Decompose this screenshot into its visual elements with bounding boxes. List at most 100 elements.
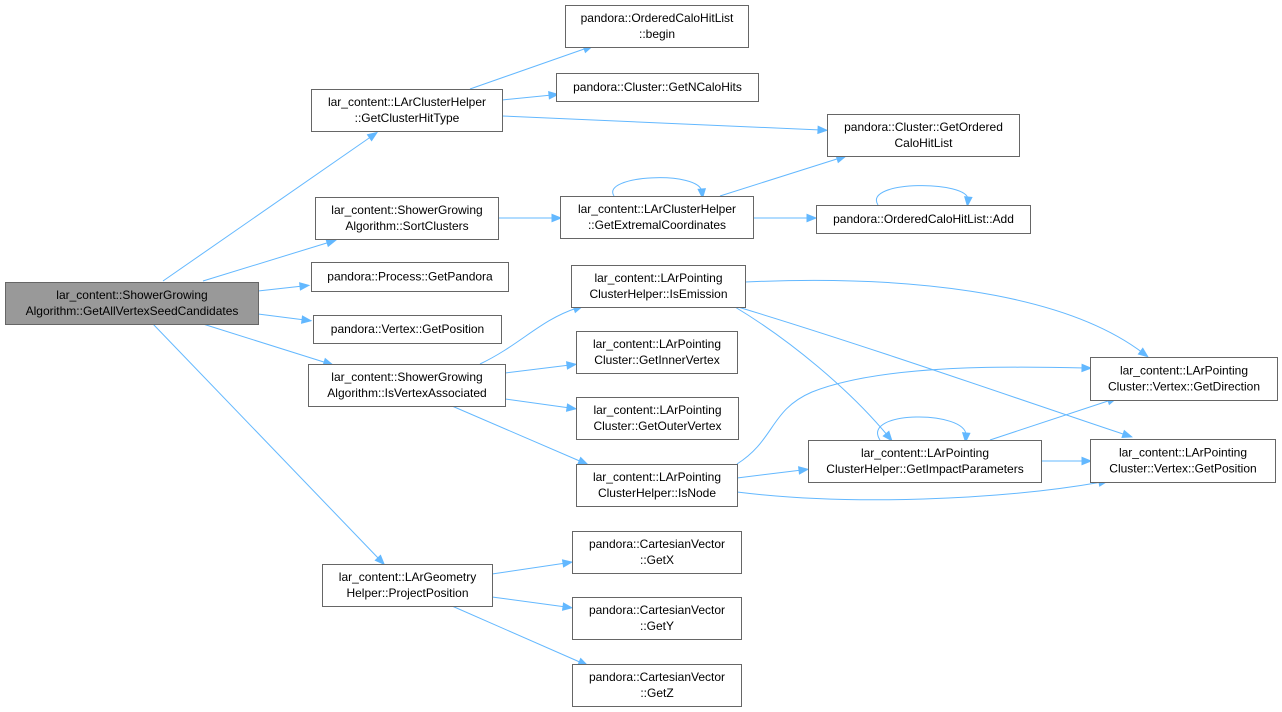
node-label-line: Cluster::GetOuterVertex	[593, 419, 721, 433]
edge-arrowhead	[366, 131, 379, 142]
node-box	[576, 397, 739, 440]
node-vertexGetPosition[interactable]: pandora::Vertex::GetPosition	[313, 315, 502, 344]
node-root[interactable]: lar_content::ShowerGrowingAlgorithm::Get…	[5, 282, 259, 325]
edge-projectPosition-to-getX	[491, 559, 574, 575]
edge-getImpactParameters-to-pcVertexGetPosition	[1041, 456, 1093, 466]
edge-arrowhead	[1137, 347, 1149, 358]
node-begin[interactable]: pandora::OrderedCaloHitList::begin	[565, 5, 749, 48]
edge-root-to-getClusterHitType	[162, 131, 379, 282]
edge-line	[736, 366, 1086, 465]
node-label-line: CaloHitList	[894, 136, 953, 150]
node-getImpactParameters[interactable]: lar_content::LArPointingClusterHelper::G…	[808, 440, 1042, 483]
node-getZ[interactable]: pandora::CartesianVector::GetZ	[572, 664, 742, 707]
node-box	[560, 196, 754, 239]
node-label-line: lar_content::LArGeometry	[339, 570, 476, 584]
edge-arrowhead	[1081, 456, 1093, 466]
edge-isVertexAssociated-to-isNode	[451, 405, 589, 465]
node-label-line: pandora::OrderedCaloHitList	[581, 11, 734, 25]
node-label-line: ::GetClusterHitType	[355, 111, 460, 125]
node-box	[816, 205, 1031, 234]
edge-arrowhead	[697, 188, 707, 200]
edge-projectPosition-to-getZ	[451, 605, 589, 666]
node-label-line: Cluster::Vertex::GetDirection	[1108, 380, 1260, 394]
edge-getExtremalCoordinates-to-getExtremalCoordinates	[612, 177, 707, 200]
edge-isEmission-to-pcVertexGetDirection	[744, 279, 1149, 358]
edge-arrowhead	[561, 602, 574, 611]
edge-isEmission-to-pcVertexGetPosition	[737, 306, 1133, 439]
edge-arrowhead	[299, 282, 311, 291]
edge-getImpactParameters-to-getImpactParameters	[877, 416, 971, 444]
node-getNCaloHits[interactable]: pandora::Cluster::GetNCaloHits	[556, 73, 759, 102]
node-box	[827, 114, 1020, 157]
edge-line	[737, 306, 1127, 436]
edge-line	[734, 306, 889, 437]
node-box	[572, 664, 742, 707]
node-label-line: pandora::Cluster::GetNCaloHits	[573, 80, 742, 94]
node-getX[interactable]: pandora::CartesianVector::GetX	[572, 531, 742, 574]
node-box	[1090, 357, 1278, 401]
node-box	[311, 89, 503, 132]
node-add[interactable]: pandora::OrderedCaloHitList::Add	[816, 205, 1031, 234]
node-label-line: lar_content::ShowerGrowing	[56, 288, 207, 302]
node-pcVertexGetDirection[interactable]: lar_content::LArPointingCluster::Vertex:…	[1090, 357, 1278, 401]
node-getClusterHitType[interactable]: lar_content::LArClusterHelper::GetCluste…	[311, 89, 503, 132]
node-box	[5, 282, 259, 325]
node-box	[565, 5, 749, 48]
node-isVertexAssociated[interactable]: lar_content::ShowerGrowingAlgorithm::IsV…	[308, 364, 506, 407]
node-label-line: pandora::Process::GetPandora	[327, 270, 493, 284]
node-box	[571, 265, 746, 308]
edge-isNode-to-pcVertexGetDirection	[736, 363, 1093, 465]
node-label-line: ClusterHelper::IsNode	[598, 486, 716, 500]
node-sortClusters[interactable]: lar_content::ShowerGrowingAlgorithm::Sor…	[315, 197, 499, 240]
edge-line	[162, 135, 373, 282]
edge-arrowhead	[548, 91, 560, 100]
edge-arrowhead	[961, 432, 971, 444]
edge-getClusterHitType-to-getNCaloHits	[501, 91, 560, 101]
node-projectPosition[interactable]: lar_content::LArGeometryHelper::ProjectP…	[322, 564, 493, 607]
edge-getClusterHitType-to-getOrderedCaloHitList	[501, 115, 829, 135]
edge-line	[501, 94, 553, 101]
node-label-line: lar_content::LArPointing	[593, 337, 721, 351]
node-label-line: lar_content::LArPointing	[593, 403, 721, 417]
node-label-line: ::begin	[639, 27, 675, 41]
edge-line	[479, 307, 578, 365]
edge-sortClusters-to-getExtremalCoordinates	[498, 213, 563, 223]
node-getPandora[interactable]: pandora::Process::GetPandora	[311, 262, 509, 292]
node-isNode[interactable]: lar_content::LArPointingClusterHelper::I…	[576, 464, 738, 507]
edge-arrowhead	[1081, 363, 1093, 373]
node-pcVertexGetPosition[interactable]: lar_content::LArPointingCluster::Vertex:…	[1090, 439, 1276, 483]
node-label-line: pandora::Cluster::GetOrdered	[844, 120, 1003, 134]
node-box	[1090, 439, 1276, 483]
node-box	[556, 73, 759, 102]
node-getY[interactable]: pandora::CartesianVector::GetY	[572, 597, 742, 640]
edge-line	[491, 596, 567, 608]
edge-line	[257, 313, 306, 321]
edge-line	[451, 605, 583, 664]
edge-arrowhead	[964, 196, 973, 208]
edge-arrowhead	[374, 554, 386, 566]
node-getExtremalCoordinates[interactable]: lar_content::LArClusterHelper::GetExtrem…	[560, 196, 754, 239]
node-label-line: lar_content::LArPointing	[1120, 364, 1248, 378]
node-label-line: lar_content::LArClusterHelper	[328, 95, 486, 109]
node-getOuterVertex[interactable]: lar_content::LArPointingCluster::GetOute…	[576, 397, 739, 440]
edge-arrowhead	[561, 559, 574, 568]
edge-line	[744, 279, 1144, 354]
edge-arrowhead	[565, 361, 578, 370]
edge-line	[202, 241, 331, 282]
node-isEmission[interactable]: lar_content::LArPointingClusterHelper::I…	[571, 265, 746, 308]
edge-root-to-getPandora	[257, 282, 311, 292]
edge-line	[875, 185, 969, 206]
node-box	[322, 564, 493, 607]
edge-isVertexAssociated-to-getInnerVertex	[504, 361, 578, 374]
edge-arrowhead	[797, 466, 810, 475]
node-getInnerVertex[interactable]: lar_content::LArPointingCluster::GetInne…	[576, 331, 738, 374]
edge-line	[451, 405, 583, 463]
edge-line	[736, 469, 803, 479]
edge-arrowhead	[817, 125, 829, 135]
edge-projectPosition-to-getY	[491, 596, 574, 611]
edge-arrowhead	[551, 213, 563, 223]
edge-line	[491, 562, 567, 575]
node-label-line: ::GetX	[640, 553, 674, 567]
node-box	[808, 440, 1042, 483]
